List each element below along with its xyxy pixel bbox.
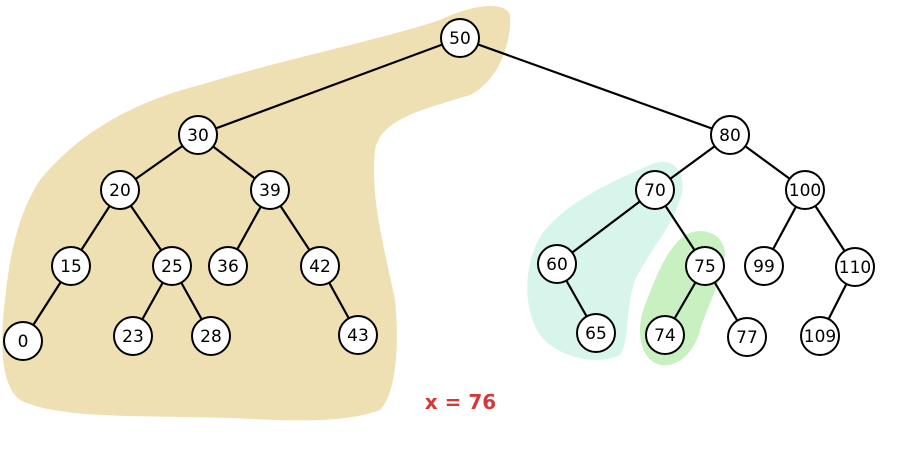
node-circle [576,313,616,353]
node-value: 28 [200,327,222,347]
node-circle [208,246,248,286]
node-circle [191,316,231,356]
tree-node: 25 [152,246,192,286]
tree-node: 77 [727,317,767,357]
tree-node: 70 [635,170,675,210]
node-value: 30 [187,126,209,146]
tree-node: 42 [300,246,340,286]
node-value: 23 [122,327,144,347]
node-circle [113,316,153,356]
edge-70-60 [556,189,656,265]
tree-node: 28 [191,316,231,356]
tree-node: 65 [576,313,616,353]
node-circle [300,246,340,286]
node-value: 25 [161,257,183,277]
node-value: 65 [585,324,607,344]
node-circle [835,247,875,287]
tree-node: 30 [178,115,218,155]
node-value: 70 [644,181,666,201]
node-value: 15 [60,257,82,277]
tree-nodes: 50 30 80 20 39 70 100 15 25 36 42 60 75 99 110 0 23 28 43 6… [3,18,875,361]
edge-50-30 [197,36,461,137]
tree-node: 100 [785,170,825,210]
node-value: 100 [789,181,821,201]
node-circle [100,170,140,210]
node-circle [744,246,784,286]
node-value: 43 [347,326,369,346]
node-circle [51,246,91,286]
node-value: 75 [694,257,716,277]
tree-node: 36 [208,246,248,286]
tree-node: 109 [800,316,840,356]
node-value: 60 [546,255,568,275]
node-circle [645,315,685,355]
tree-node: 43 [338,315,378,355]
x-value-label: x = 76 [424,390,497,414]
tree-node: 80 [710,115,750,155]
tree-node: 60 [537,244,577,284]
node-value: 74 [654,326,676,346]
node-circle [537,244,577,284]
node-circle [785,170,825,210]
node-value: 39 [259,181,281,201]
tree-node: 74 [645,315,685,355]
node-value: 0 [18,332,29,352]
node-circle [685,246,725,286]
node-circle [338,315,378,355]
node-circle [152,246,192,286]
node-circle [727,317,767,357]
tree-node: 110 [835,247,875,287]
node-circle [635,170,675,210]
edge-50-80 [459,36,731,137]
node-value: 110 [839,258,871,278]
left-right-subtree-highlight [527,161,683,360]
node-value: 50 [449,29,471,49]
node-value: 109 [804,327,836,347]
node-value: 20 [109,181,131,201]
node-circle [800,316,840,356]
tree-node: 15 [51,246,91,286]
tree-node: 20 [100,170,140,210]
node-circle [250,170,290,210]
tree-node: 50 [440,18,480,58]
tree-node: 39 [250,170,290,210]
node-circle [710,115,750,155]
tree-node: 23 [113,316,153,356]
node-circle [440,18,480,58]
node-value: 80 [719,126,741,146]
node-circle [3,321,43,361]
node-value: 42 [309,257,331,277]
node-circle [178,115,218,155]
node-value: 36 [217,257,239,277]
tree-node: 75 [685,246,725,286]
tree-node: 99 [744,246,784,286]
node-value: 77 [736,328,758,348]
node-value: 99 [753,257,775,277]
tree-node: 0 [3,321,43,361]
